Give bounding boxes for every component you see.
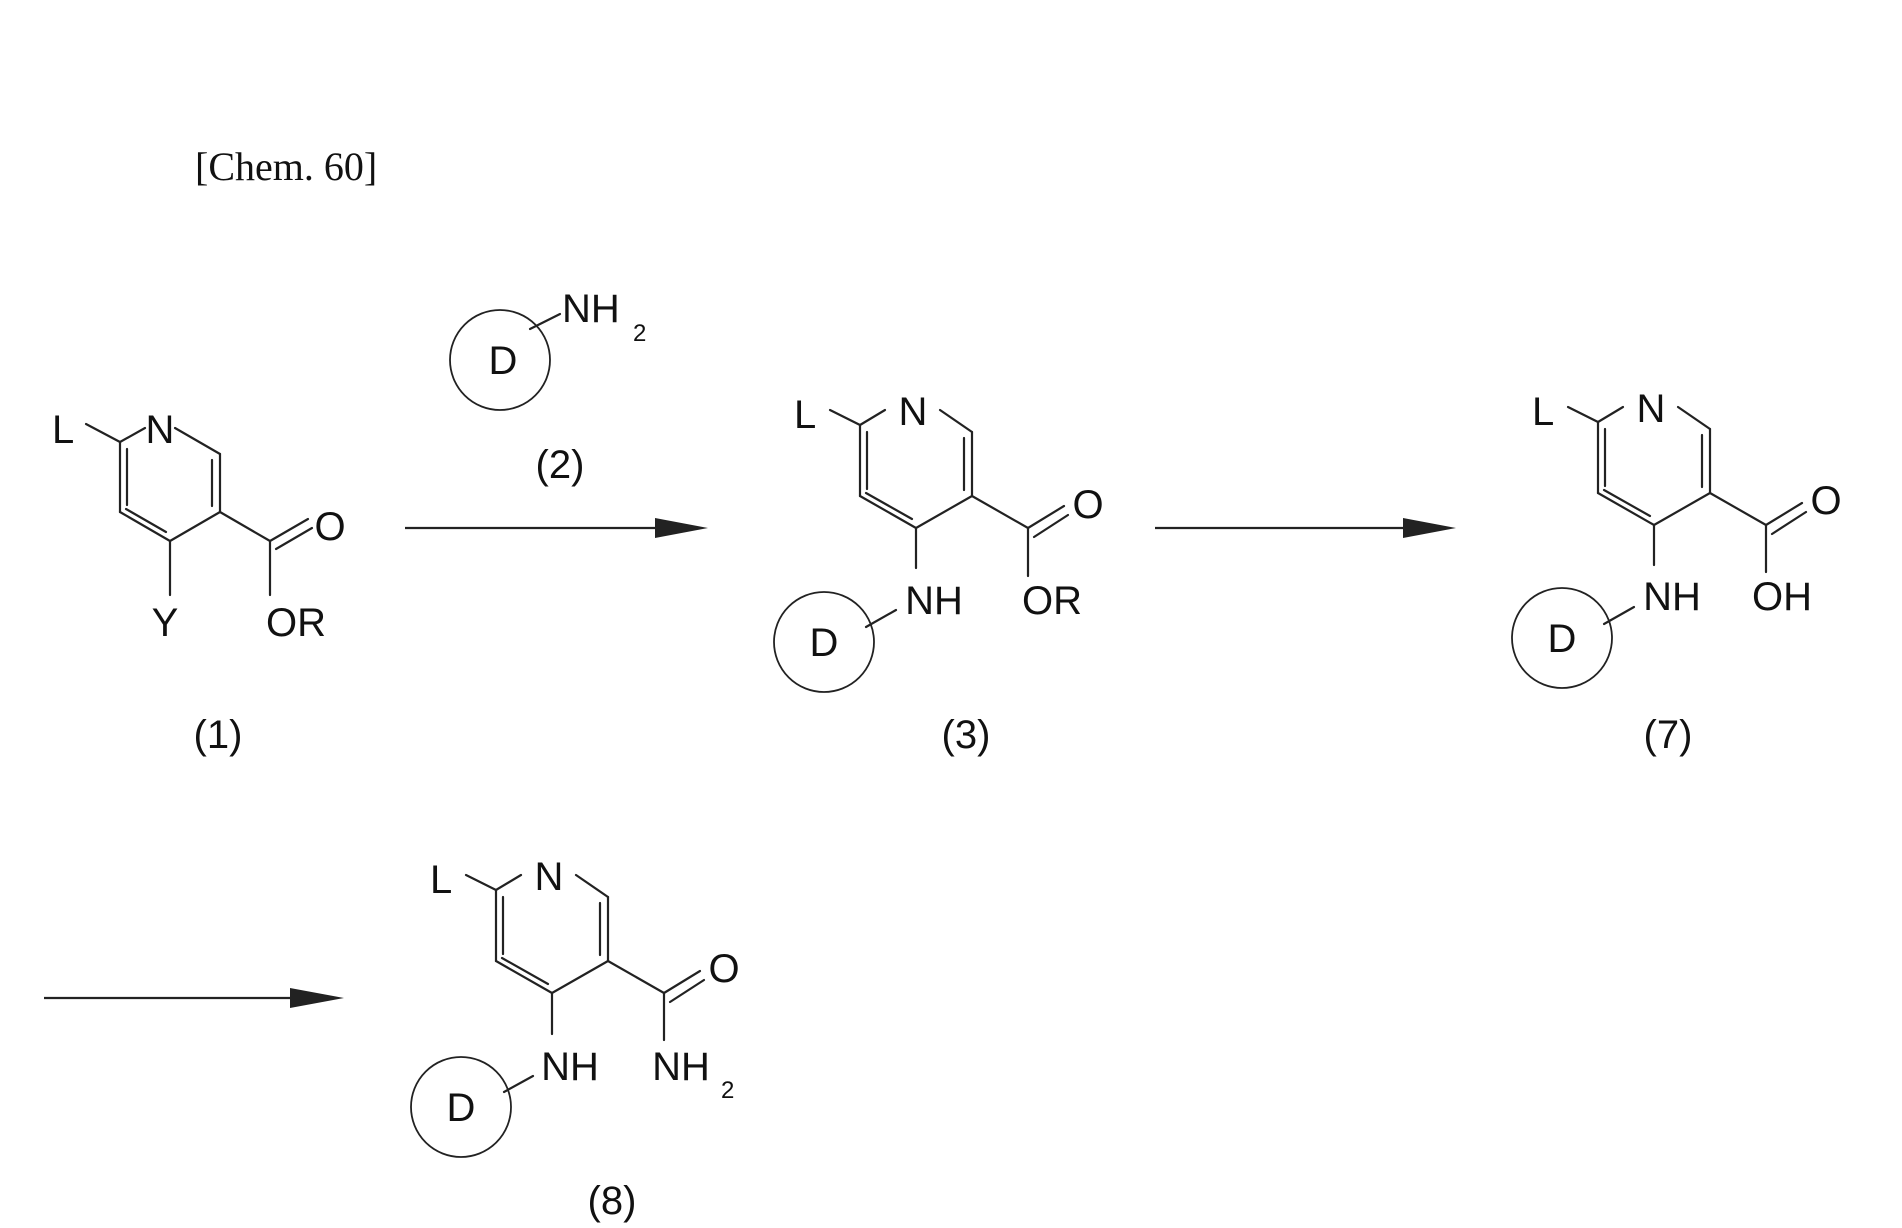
reaction-arrow-2 [1155,518,1456,538]
compound-7-leaving-group-l: L [1532,390,1554,434]
reaction-arrow-3 [44,988,344,1008]
compound-8: N L O NH NH 2 D (8) [411,855,740,1223]
compound-8-leaving-group-l: L [430,858,452,902]
compound-1-group-y: Y [152,601,179,645]
compound-7: N L O NH OH D (7) [1512,387,1842,757]
compound-8-amine-nh: NH [541,1045,599,1089]
compound-7-amine-nh: NH [1643,575,1701,619]
reaction-arrow-1 [405,518,708,538]
compound-2-amine-nh: NH [562,287,620,331]
compound-7-carbonyl-o: O [1810,479,1841,523]
compound-8-amide-subscript: 2 [721,1077,734,1104]
compound-3-nitrogen: N [899,390,928,434]
compound-3-leaving-group-l: L [794,393,816,437]
compound-8-d-label: D [447,1086,476,1130]
compound-1-bonds [86,424,312,595]
compound-1-nitrogen: N [146,408,175,452]
compound-3-label: (3) [942,713,991,757]
compound-1-leaving-group-l: L [52,408,74,452]
compound-3-amine-nh: NH [905,579,963,623]
compound-2: D NH 2 (2) [450,287,646,487]
compound-8-carbonyl-o: O [708,947,739,991]
compound-8-label: (8) [588,1179,637,1223]
compound-1-label: (1) [194,713,243,757]
compound-7-acid-oh: OH [1752,575,1812,619]
compound-7-d-label: D [1548,617,1577,661]
compound-1-ester-or: OR [266,601,326,645]
compound-2-amine-subscript: 2 [633,320,646,347]
compound-8-nitrogen: N [535,855,564,899]
compound-3-ester-or: OR [1022,579,1082,623]
compound-7-label: (7) [1644,713,1693,757]
compound-1-carbonyl-o: O [314,505,345,549]
compound-3-carbonyl-o: O [1072,483,1103,527]
compound-1: N L Y O OR (1) [52,408,346,757]
scheme-title: [Chem. 60] [195,144,377,189]
compound-2-label: (2) [536,443,585,487]
compound-3-d-label: D [810,621,839,665]
compound-2-d-label: D [489,339,518,383]
compound-3: N L O NH OR D (3) [774,390,1104,757]
compound-8-amide-nh: NH [652,1045,710,1089]
compound-7-nitrogen: N [1637,387,1666,431]
